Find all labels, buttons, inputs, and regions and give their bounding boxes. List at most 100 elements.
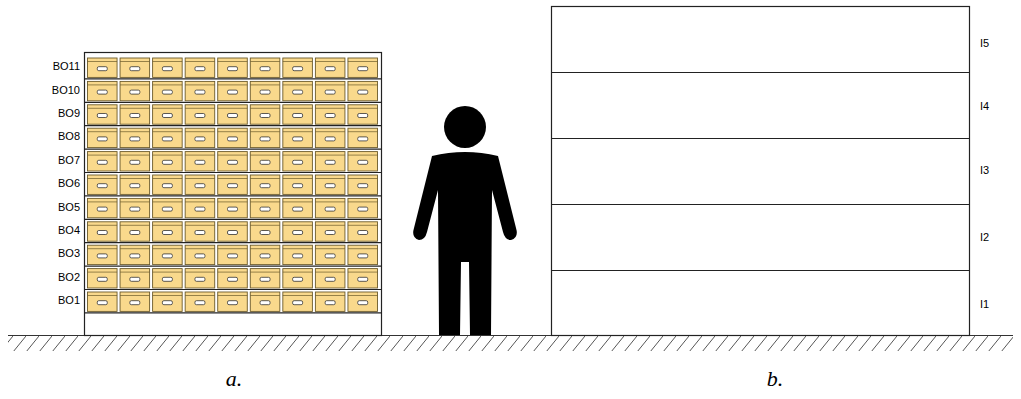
archive-box [153,292,183,311]
archive-box [283,175,313,194]
archive-box [315,105,345,124]
archive-box [153,175,183,194]
archive-box [250,105,280,124]
row-label: BO8 [58,130,80,143]
shelf-board [85,219,382,220]
archive-box [250,269,280,288]
archive-box [153,245,183,264]
archive-box [88,269,118,288]
archive-box [250,245,280,264]
archive-box [218,222,248,241]
archive-box [120,81,150,100]
row-label: I5 [980,37,989,50]
archive-box [315,292,345,311]
archive-box [185,292,215,311]
archive-box [283,152,313,171]
panel-caption: b. [767,367,784,391]
archive-box [185,105,215,124]
archive-box [218,175,248,194]
archive-box [348,105,378,124]
archive-box [153,198,183,217]
archive-box [88,58,118,77]
shelf-frame [85,53,382,336]
shelf-board [85,289,382,290]
archive-box [315,269,345,288]
archive-box [88,128,118,147]
archive-box [120,105,150,124]
person-silhouette [413,106,517,335]
shelf-board [85,266,382,267]
archive-box [283,58,313,77]
archive-box [88,105,118,124]
archive-box [218,198,248,217]
archive-box [250,198,280,217]
archive-box [315,222,345,241]
row-label: BO9 [58,107,80,120]
archive-box [283,105,313,124]
archive-box [218,269,248,288]
archive-box [218,152,248,171]
archive-box [348,245,378,264]
archive-box [185,128,215,147]
shelf-board [85,172,382,173]
row-label: BO10 [52,84,80,97]
archive-box [218,81,248,100]
archive-box [250,128,280,147]
archive-box [218,292,248,311]
archive-box [218,245,248,264]
shelf-board [85,195,382,196]
archive-box [348,269,378,288]
archive-box [88,245,118,264]
archive-box [120,245,150,264]
archive-box [120,128,150,147]
archive-box [348,292,378,311]
archive-box [88,81,118,100]
archive-box [315,245,345,264]
archive-box [218,105,248,124]
row-label: BO2 [58,271,80,284]
shelf-board [85,312,382,313]
archive-box [88,198,118,217]
archive-box [88,175,118,194]
archive-box [185,152,215,171]
archive-box [153,105,183,124]
archive-box [153,128,183,147]
archive-box [120,58,150,77]
archive-box [185,81,215,100]
archive-box [120,222,150,241]
row-label: BO1 [58,294,80,307]
archive-box [348,198,378,217]
shelf [85,53,382,336]
archive-box [250,81,280,100]
archive-box [283,198,313,217]
archive-box [250,222,280,241]
archive-box [88,152,118,171]
archive-box [315,198,345,217]
shelf-board [85,78,382,79]
archive-box [283,128,313,147]
archive-box [185,58,215,77]
row-label: I1 [980,298,989,311]
archive-box [348,81,378,100]
row-label: BO7 [58,154,80,167]
archive-box [218,58,248,77]
archive-box [348,128,378,147]
archive-box [185,175,215,194]
archive-box [250,58,280,77]
archive-box [315,175,345,194]
archive-box [218,128,248,147]
archive-box [185,198,215,217]
row-label: BO6 [58,177,80,190]
archive-box [153,152,183,171]
archive-box [88,292,118,311]
archive-box [185,222,215,241]
archive-box [283,81,313,100]
archive-box [315,81,345,100]
archive-box [153,222,183,241]
archive-box [120,292,150,311]
archive-box [348,222,378,241]
archive-box [153,269,183,288]
shelf-board [85,149,382,150]
archive-box [250,175,280,194]
